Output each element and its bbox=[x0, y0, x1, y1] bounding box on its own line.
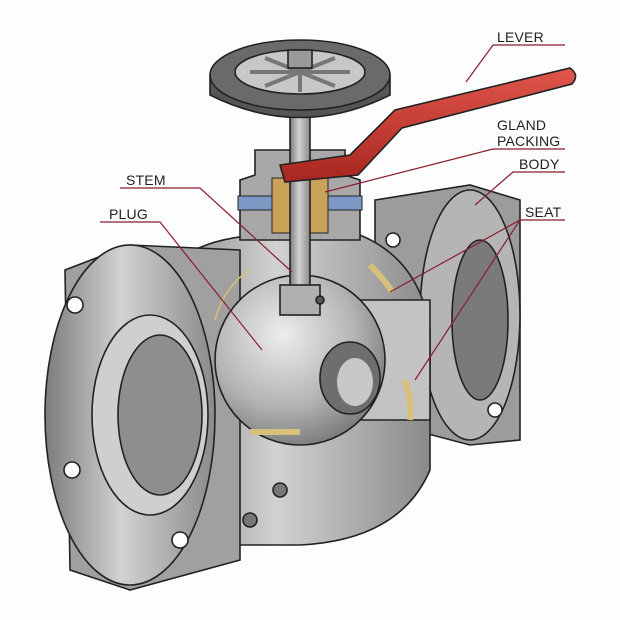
seats bbox=[214, 262, 414, 435]
stem bbox=[289, 99, 311, 296]
left-flange bbox=[44, 244, 288, 591]
lever bbox=[278, 67, 577, 183]
label-seat: SEAT bbox=[525, 204, 562, 220]
label-stem: STEM bbox=[126, 172, 166, 188]
label-lever: LEVER bbox=[497, 29, 544, 45]
handwheel bbox=[209, 39, 391, 119]
plug-ball bbox=[214, 274, 386, 446]
label-plug: PLUG bbox=[109, 206, 148, 222]
label-packing: PACKING bbox=[497, 133, 560, 149]
label-gland: GLAND bbox=[497, 117, 546, 133]
stem-collar bbox=[279, 284, 321, 316]
label-body: BODY bbox=[519, 156, 560, 172]
leader-lines bbox=[100, 44, 565, 381]
stem-pin bbox=[315, 295, 325, 305]
